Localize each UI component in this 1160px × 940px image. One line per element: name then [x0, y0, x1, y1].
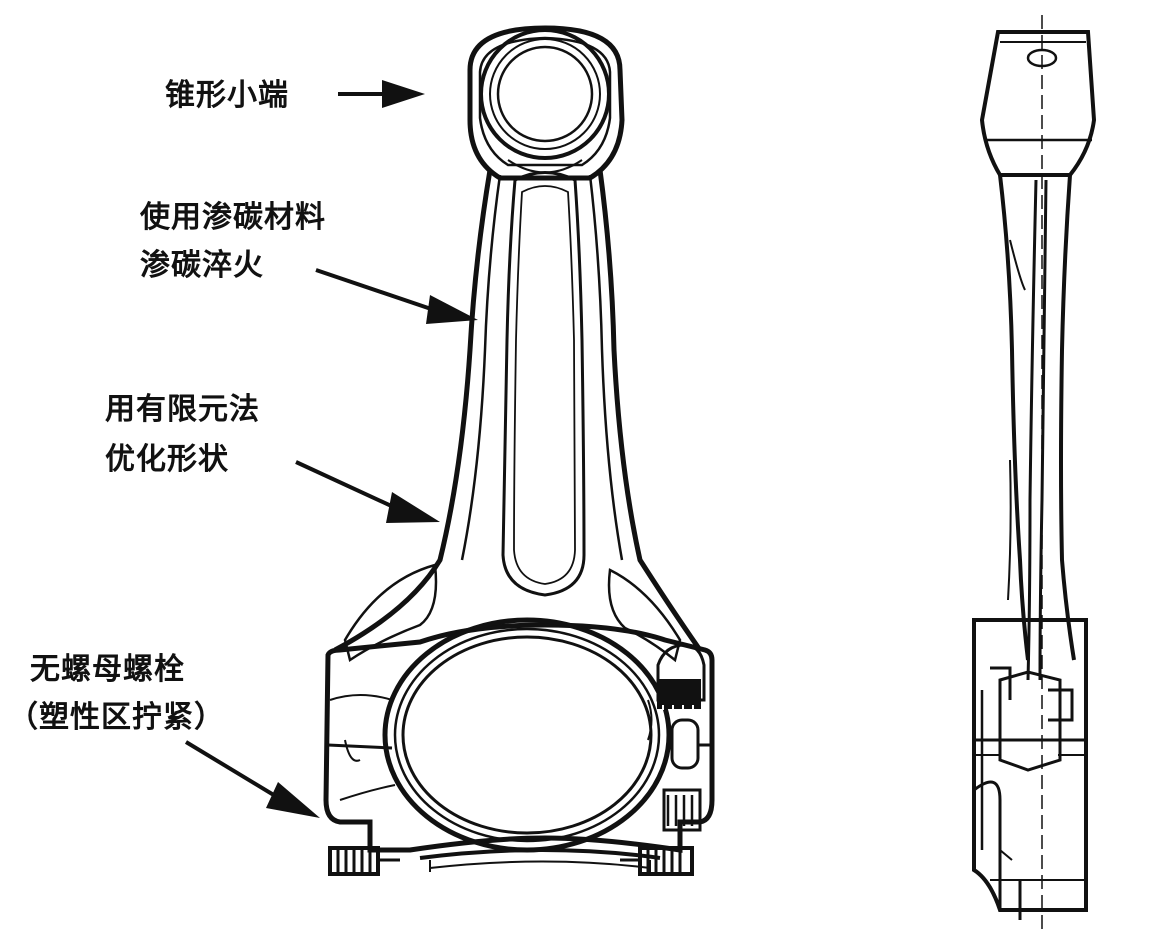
- rod-side-view: [972, 15, 1097, 930]
- label-carburized-material: 使用渗碳材料: [140, 200, 326, 235]
- arrow-material: [315, 268, 478, 324]
- label-fem: 用有限元法: [105, 392, 260, 427]
- arrow-small-end: [338, 80, 425, 108]
- label-optimized-shape: 优化形状: [105, 442, 229, 477]
- label-nutless-bolt: 无螺母螺栓: [30, 652, 185, 687]
- label-carburized-quench: 渗碳淬火: [140, 248, 264, 283]
- label-tapered-small-end: 锥形小端: [165, 78, 289, 113]
- arrow-bolt: [184, 740, 320, 818]
- label-plastic-zone-tightening: （塑性区拧紧）: [8, 700, 225, 735]
- rod-front-view: [323, 25, 715, 876]
- arrow-fem: [295, 460, 440, 523]
